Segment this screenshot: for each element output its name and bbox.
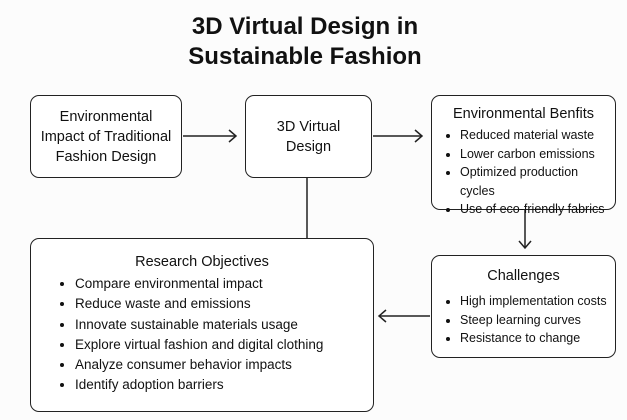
box-research-objectives: Research Objectives Compare environmenta… [30,238,374,412]
list-item: Analyze consumer behavior impacts [75,355,373,375]
list-item: High implementation costs [460,292,615,311]
box-heading: Research Objectives [135,254,269,270]
list-item: Use of eco-friendly fabrics [460,200,615,219]
list-item: Lower carbon emissions [460,145,615,164]
box-heading: Challenges [487,268,560,284]
list-item: Resistance to change [460,329,615,348]
list-item: Reduced material waste [460,126,615,145]
box-label: Environmental Impact of Traditional Fash… [40,108,172,165]
list-item: Identify adoption barriers [75,375,373,395]
box-challenges: Challenges High implementation costs Ste… [431,255,616,358]
list-item: Steep learning curves [460,311,615,330]
list-item: Innovate sustainable materials usage [75,315,373,335]
list-item: Reduce waste and emissions [75,294,373,314]
box-environmental-benefits: Environmental Benfits Reduced material w… [431,95,616,216]
list-item: Compare environmental impact [75,274,373,294]
list-item: Optimized production cycles [460,163,615,200]
box-traditional-impact: Environmental Impact of Traditional Fash… [30,95,182,178]
arrow-virtual-to-benefits [373,129,424,143]
box-3d-virtual-design: 3D Virtual Design [245,95,372,178]
box-heading: Environmental Benfits [452,106,595,122]
box-label: 3D Virtual Design [276,118,341,155]
diagram-title: 3D Virtual Design in Sustainable Fashion [188,13,422,70]
arrow-challenges-to-objectives [377,309,430,323]
list-item: Explore virtual fashion and digital clot… [75,335,373,355]
arrow-benefits-to-challenges [518,209,532,250]
arrow-traditional-to-virtual [183,129,238,143]
